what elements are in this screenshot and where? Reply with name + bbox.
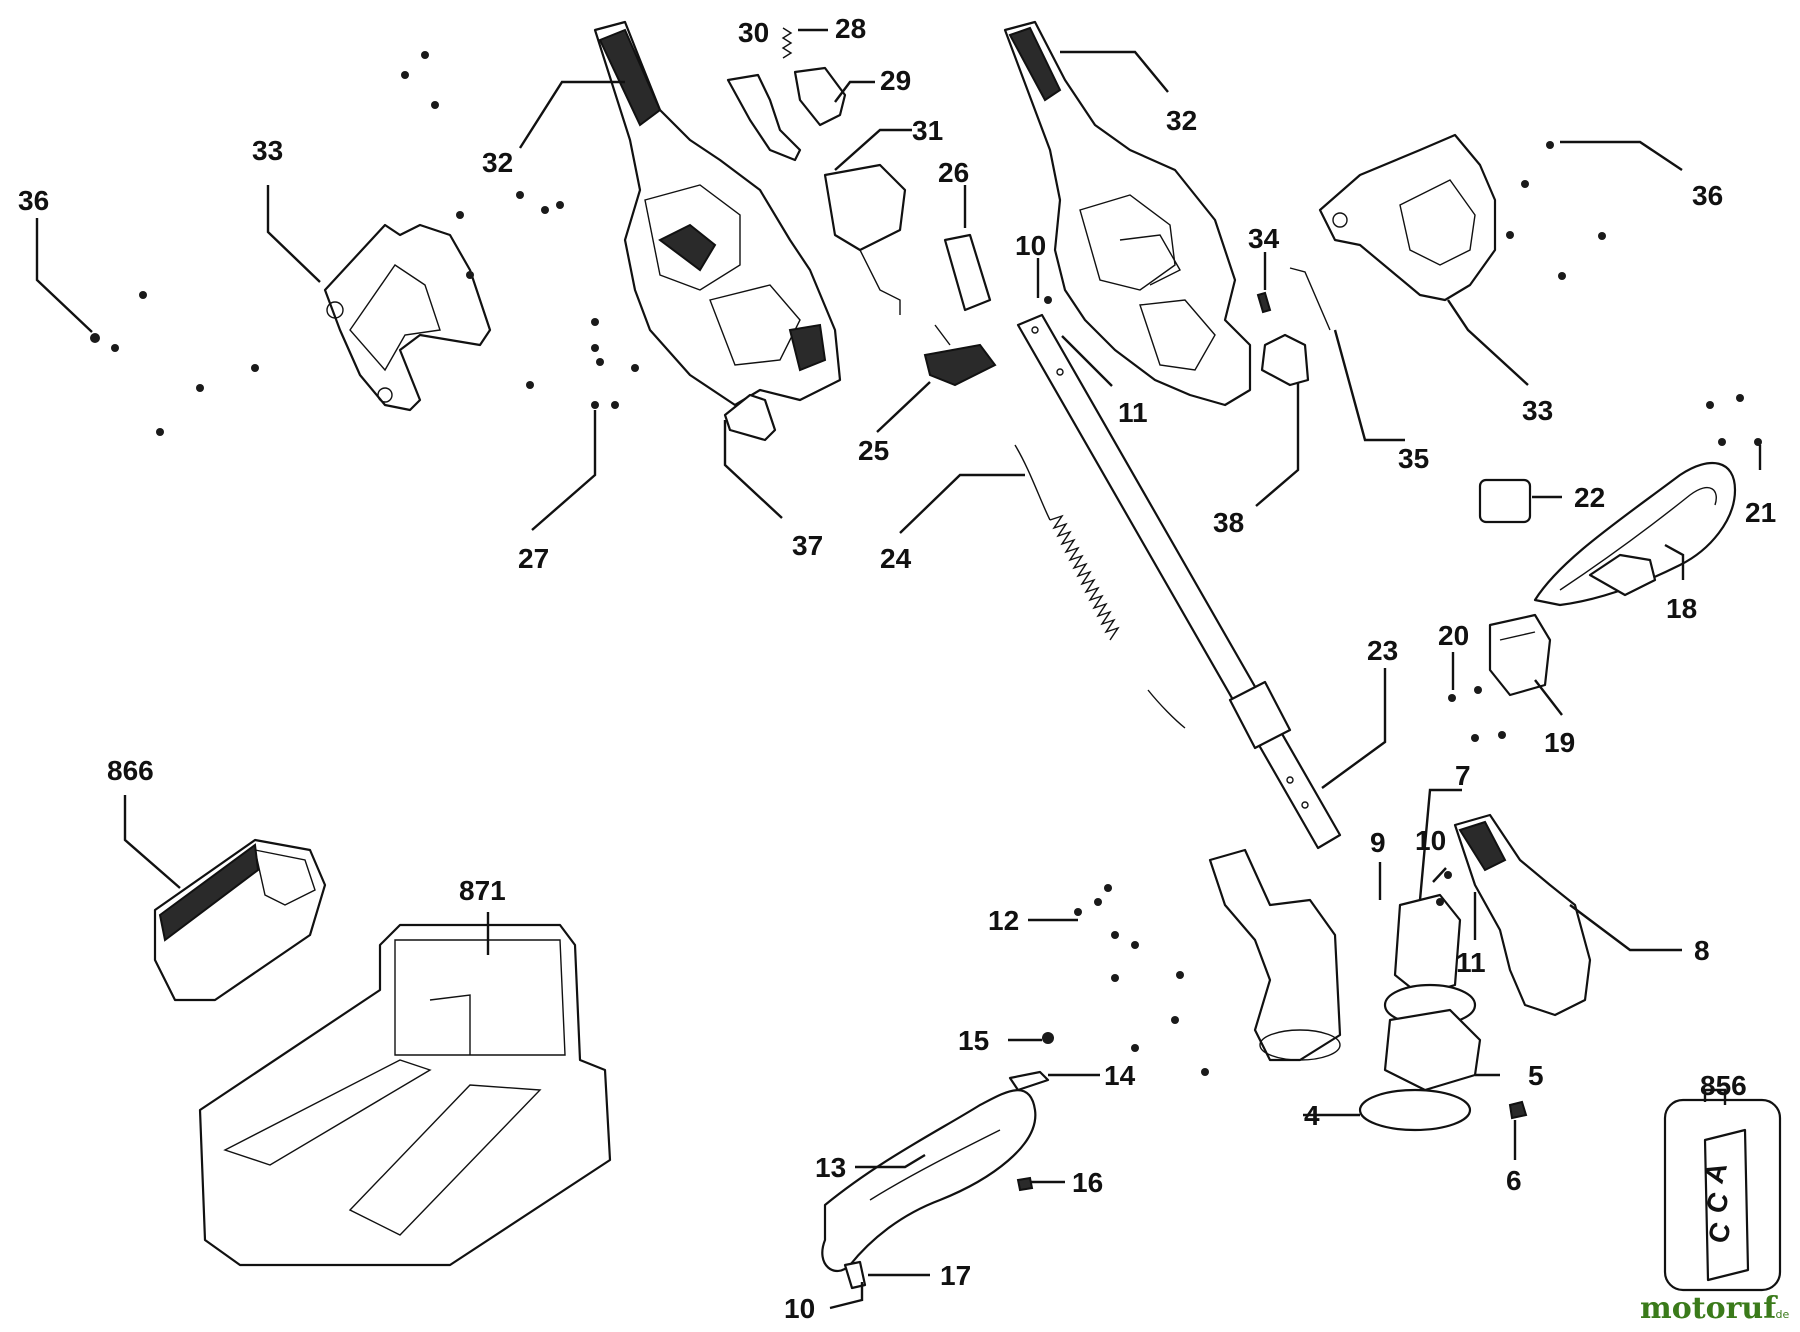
part-30-trigger bbox=[726, 73, 802, 162]
label-33-left: 33 bbox=[252, 135, 283, 166]
label-11-mid: 11 bbox=[1456, 947, 1486, 978]
part-26-ferrite bbox=[943, 233, 992, 312]
part-24-wire-coil bbox=[1014, 444, 1186, 729]
label-22: 22 bbox=[1574, 482, 1605, 513]
part-32-right-housing bbox=[1003, 20, 1252, 407]
part-856-accessory-pack: A C C bbox=[1663, 1098, 1782, 1292]
label-17: 17 bbox=[940, 1260, 971, 1291]
label-21: 21 bbox=[1745, 497, 1776, 528]
label-32-right: 32 bbox=[1166, 105, 1197, 136]
label-10-bottom: 10 bbox=[784, 1293, 815, 1324]
part-13-guard bbox=[821, 1089, 1037, 1272]
part-866-battery bbox=[153, 838, 327, 1002]
label-35: 35 bbox=[1398, 443, 1429, 474]
label-36-right: 36 bbox=[1692, 180, 1723, 211]
part-14-clip bbox=[1008, 1070, 1050, 1092]
part-8-head-housing bbox=[1453, 813, 1592, 1017]
label-36-left: 36 bbox=[18, 185, 49, 216]
label-11-top: 11 bbox=[1118, 397, 1148, 428]
part-17-bracket bbox=[843, 1260, 867, 1290]
part-31-switch bbox=[823, 163, 907, 315]
label-12: 12 bbox=[988, 905, 1019, 936]
part-33-left-cover bbox=[323, 223, 492, 412]
label-8: 8 bbox=[1694, 935, 1710, 966]
part-37-pad bbox=[723, 393, 777, 442]
part-34-pin bbox=[1256, 291, 1272, 314]
label-24: 24 bbox=[880, 543, 912, 574]
part-29-lock-button bbox=[793, 66, 847, 127]
label-4: 4 bbox=[1304, 1100, 1320, 1131]
screws bbox=[90, 51, 1762, 1076]
label-32-left: 32 bbox=[482, 147, 513, 178]
part-16-nut bbox=[1016, 1176, 1034, 1192]
label-18: 18 bbox=[1666, 593, 1697, 624]
label-856: 856 bbox=[1700, 1070, 1747, 1101]
label-23: 23 bbox=[1367, 635, 1398, 666]
label-6: 6 bbox=[1506, 1165, 1522, 1196]
label-20: 20 bbox=[1438, 620, 1469, 651]
label-10-top: 10 bbox=[1015, 230, 1046, 261]
part-4-cap bbox=[1358, 1088, 1472, 1132]
label-15: 15 bbox=[958, 1025, 989, 1056]
part-871-charger bbox=[198, 923, 612, 1267]
part-5-gear-housing bbox=[1383, 1008, 1482, 1092]
part-15-screw bbox=[1042, 1032, 1054, 1044]
label-14: 14 bbox=[1104, 1060, 1136, 1091]
part-labels: 36 33 32 30 28 29 31 26 25 27 37 24 32 1… bbox=[18, 13, 1776, 1324]
part-25-connector bbox=[923, 324, 997, 387]
label-37: 37 bbox=[792, 530, 823, 561]
part-28-spring bbox=[781, 27, 793, 59]
label-28: 28 bbox=[835, 13, 866, 44]
watermark-text: motoruf bbox=[1640, 1291, 1778, 1326]
part-23-shaft bbox=[1016, 313, 1342, 850]
part-35-hex-key bbox=[1289, 267, 1331, 331]
label-871: 871 bbox=[459, 875, 506, 906]
label-866: 866 bbox=[107, 755, 154, 786]
label-5: 5 bbox=[1528, 1060, 1544, 1091]
watermark-logo: motoruf .de bbox=[1640, 1291, 1789, 1326]
label-30: 30 bbox=[738, 17, 769, 48]
label-16: 16 bbox=[1072, 1167, 1103, 1198]
label-27: 27 bbox=[518, 543, 549, 574]
part-6-clip bbox=[1508, 1100, 1528, 1120]
label-26: 26 bbox=[938, 157, 969, 188]
label-29: 29 bbox=[880, 65, 911, 96]
label-33-right: 33 bbox=[1522, 395, 1553, 426]
watermark-suffix: .de bbox=[1772, 1308, 1789, 1321]
label-9: 9 bbox=[1370, 827, 1386, 858]
part-32-left-housing bbox=[593, 20, 842, 407]
label-7: 7 bbox=[1455, 760, 1471, 791]
label-34: 34 bbox=[1248, 223, 1280, 254]
part-motor-cover bbox=[1208, 848, 1342, 1062]
part-33-right-cover bbox=[1318, 133, 1497, 302]
label-38: 38 bbox=[1213, 507, 1244, 538]
part-22-label bbox=[1478, 478, 1532, 524]
label-19: 19 bbox=[1544, 727, 1575, 758]
label-25: 25 bbox=[858, 435, 889, 466]
part-38-pad bbox=[1260, 333, 1310, 387]
part-19-clamp bbox=[1488, 613, 1552, 697]
part-18-assist-handle bbox=[1533, 461, 1737, 607]
label-13: 13 bbox=[815, 1152, 846, 1183]
leader-lines bbox=[35, 28, 1762, 1310]
label-31: 31 bbox=[912, 115, 943, 146]
label-10-mid: 10 bbox=[1415, 825, 1446, 856]
